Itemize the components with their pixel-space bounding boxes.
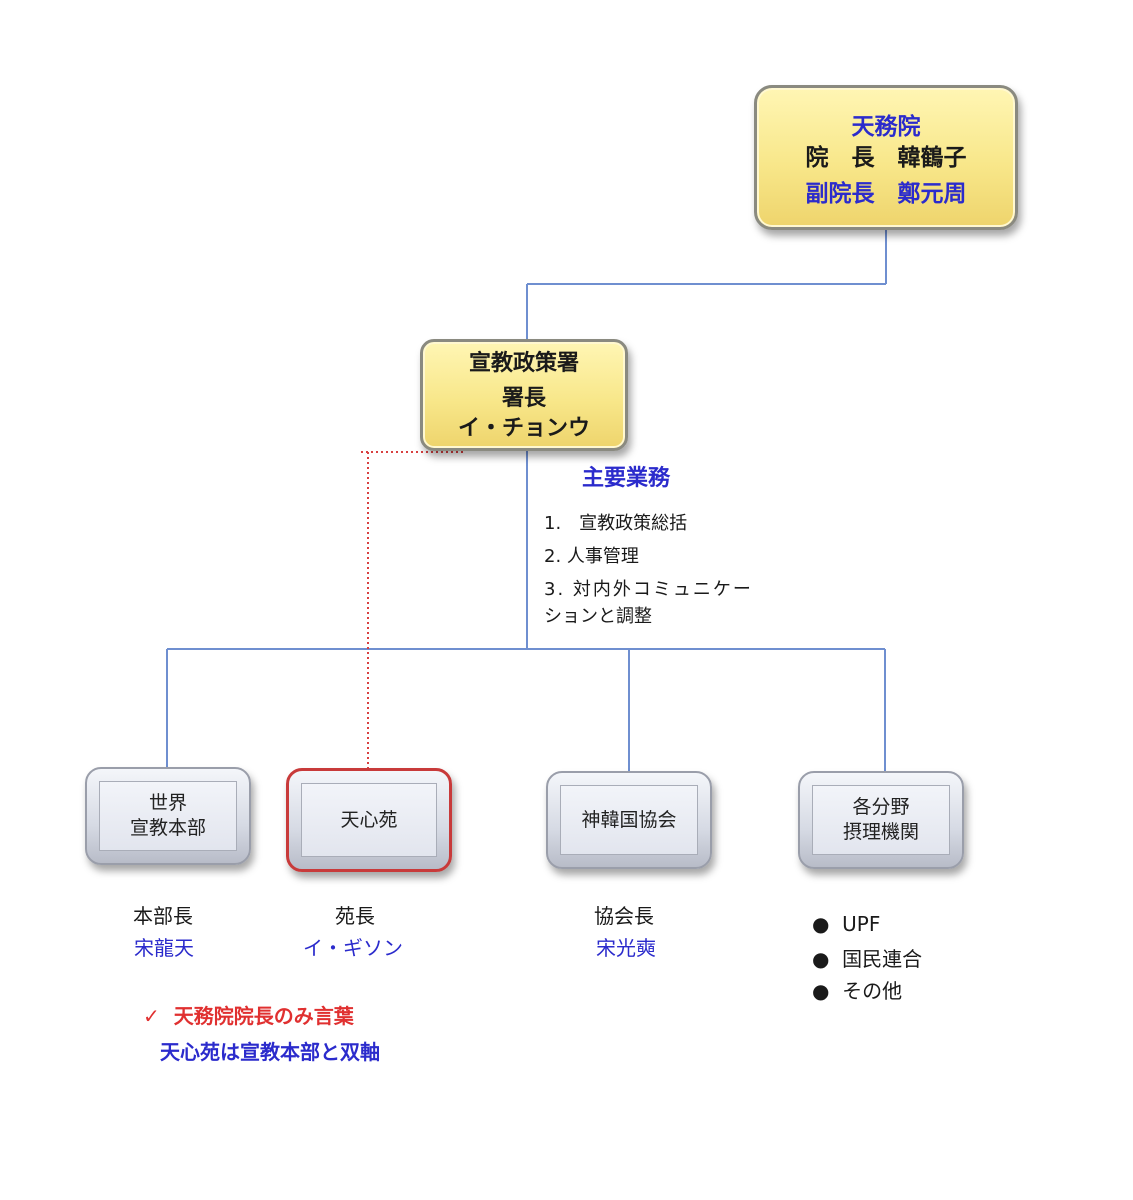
hq-leader-name: 宋龍天: [134, 936, 194, 960]
tenshinen-box: 天心苑: [286, 768, 452, 872]
world-mission-hq-name-l1: 世界: [148, 792, 187, 815]
duty-item-3: 3. 対内外コミュニケー: [544, 579, 753, 600]
checkmark-icon: ✓: [143, 1004, 160, 1028]
world-mission-hq-box: 世界 宣教本部: [85, 767, 251, 865]
bullet-dot-icon: ●: [812, 947, 830, 971]
world-mission-hq-name-l2: 宣教本部: [129, 817, 206, 839]
tenmuin-vice-president: 副院長 鄭元周: [805, 181, 967, 207]
association-leader-title: 協会長: [594, 904, 654, 928]
mission-policy-box: 宣教政策署 署長 イ・チョンウ: [420, 339, 628, 451]
tenmuin-president: 院 長 韓鶴子: [805, 145, 967, 171]
korea-association-box: 神韓国協会: [546, 771, 712, 869]
bullet-dot-icon: ●: [812, 912, 830, 936]
bullet-item-2-label: 国民連合: [842, 947, 923, 971]
providential-orgs-name-l2: 摂理機関: [842, 821, 919, 843]
tenshinen-name: 天心苑: [340, 808, 398, 831]
note-2: 天心苑は宣教本部と双軸: [160, 1040, 380, 1064]
duty-item-3-cont: ションと調整: [544, 606, 652, 627]
tenshinen-leader-title: 苑長: [335, 904, 375, 928]
korea-association-name: 神韓国協会: [581, 808, 677, 831]
tenmuin-name: 天務院: [851, 114, 921, 140]
bullet-item-1: ● UPF: [812, 912, 880, 936]
bullet-item-1-label: UPF: [842, 912, 881, 936]
note-1: ✓ 天務院院長のみ言葉: [143, 1000, 354, 1029]
bullet-dot-icon: ●: [812, 979, 830, 1003]
hq-leader-title: 本部長: [133, 904, 193, 928]
bullet-item-3: ● その他: [812, 975, 902, 1004]
association-leader-name: 宋光奭: [596, 936, 656, 960]
mission-policy-person: イ・チョンウ: [457, 416, 590, 441]
bullet-item-2: ● 国民連合: [812, 943, 922, 972]
bullet-item-3-label: その他: [842, 979, 903, 1003]
providential-orgs-name-l1: 各分野: [852, 796, 910, 819]
tenshinen-leader-name: イ・ギソン: [303, 936, 403, 960]
providential-orgs-box: 各分野 摂理機関: [798, 771, 964, 869]
duty-item-2: 2. 人事管理: [544, 546, 639, 567]
note-1-text: 天務院院長のみ言葉: [173, 1004, 354, 1028]
mission-policy-name: 宣教政策署: [468, 351, 579, 376]
mission-policy-title: 署長: [501, 386, 546, 411]
duties-heading: 主要業務: [582, 466, 671, 491]
duty-item-1: 1. 宣教政策総括: [544, 513, 688, 534]
tenmuin-box: 天務院 院 長 韓鶴子 副院長 鄭元周: [754, 85, 1018, 230]
